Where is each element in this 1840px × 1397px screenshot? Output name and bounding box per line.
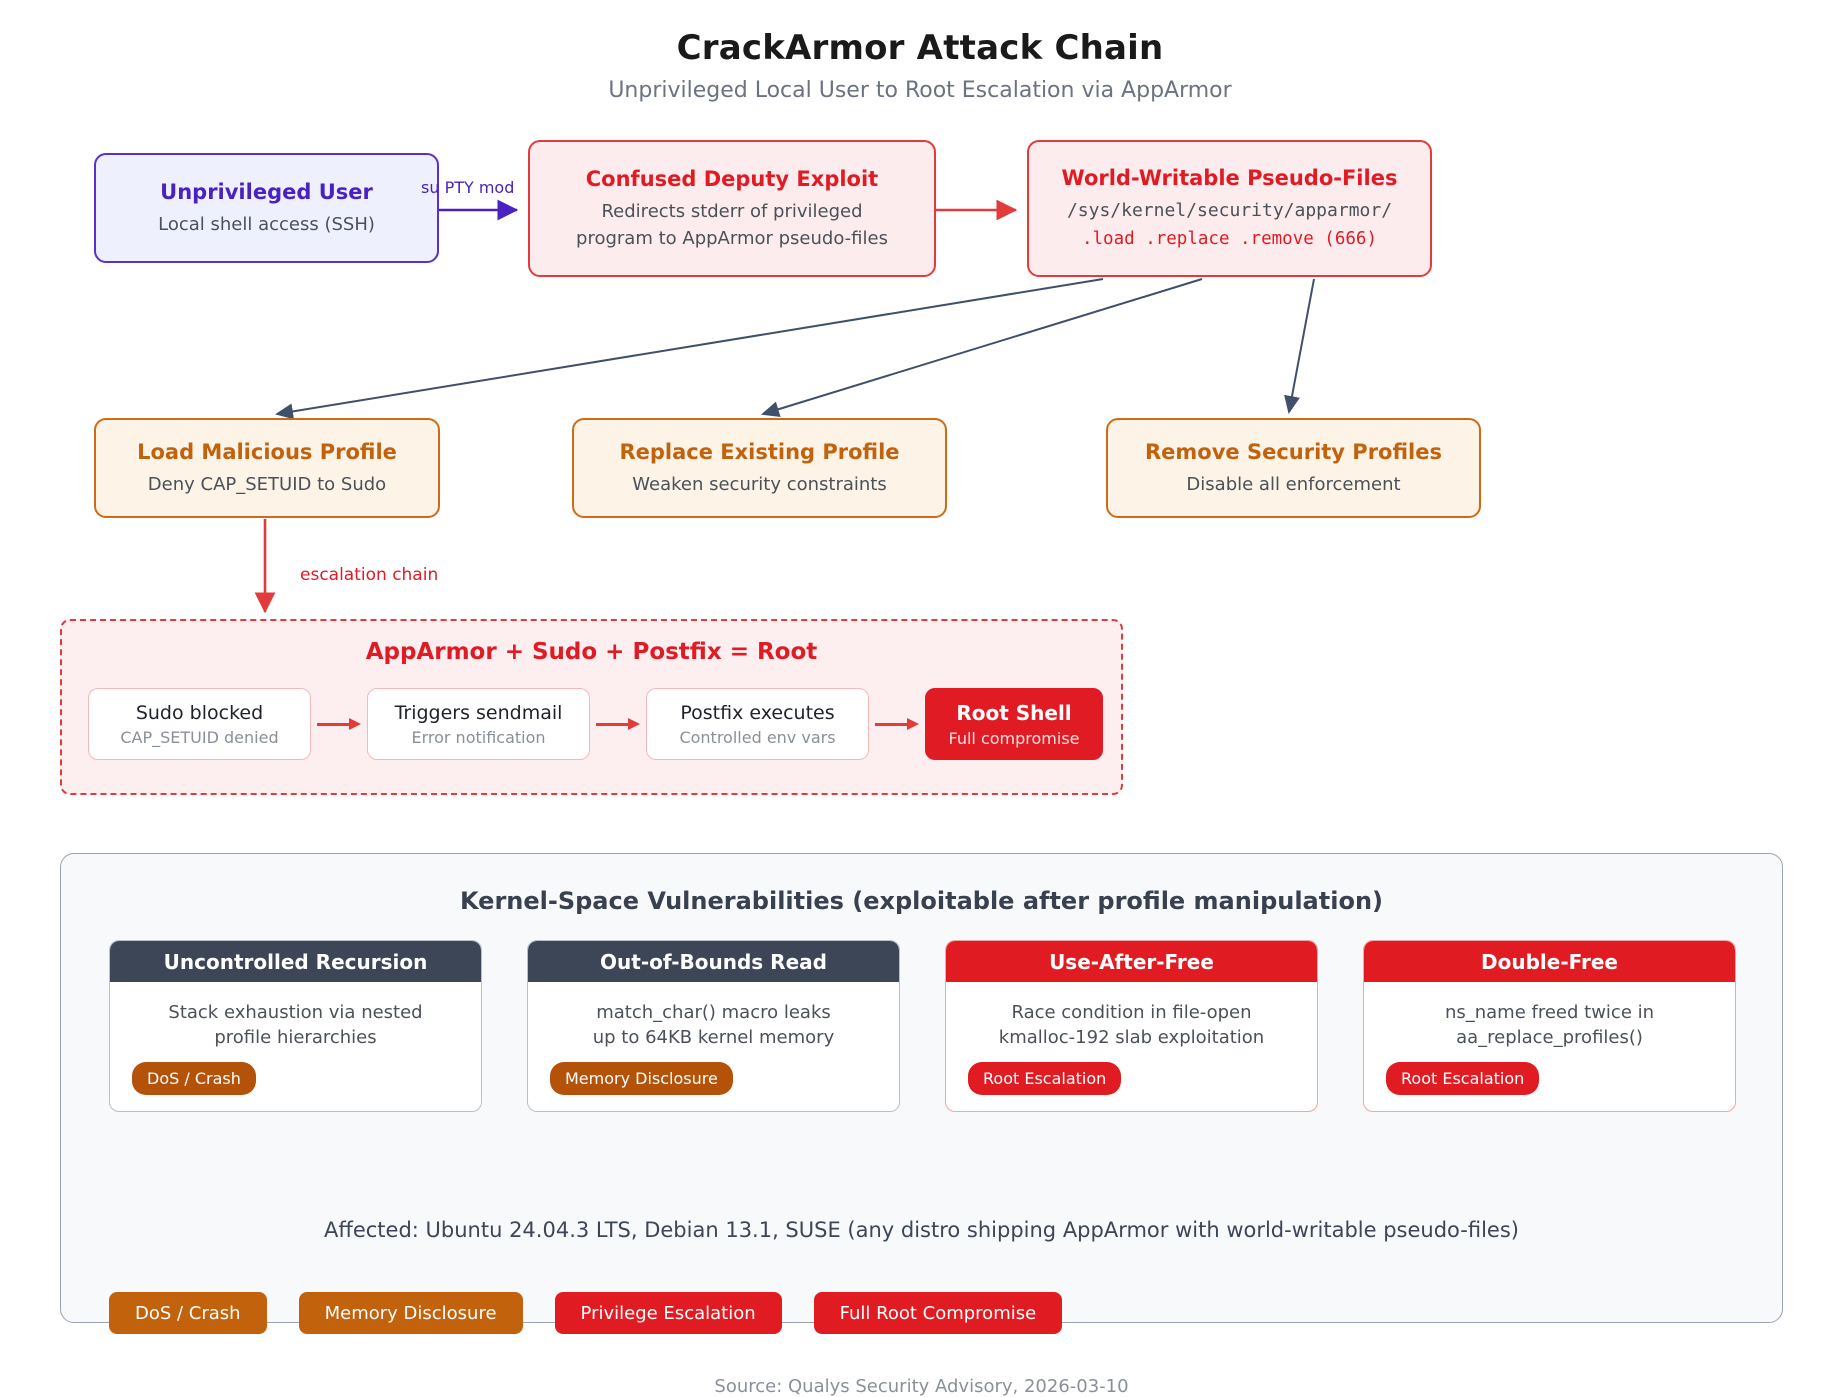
edge-label-escalation-chain: escalation chain	[300, 565, 439, 585]
vuln-card-header: Double-Free	[1364, 941, 1735, 982]
node-title: Load Malicious Profile	[137, 439, 397, 464]
escalation-step-root-shell[interactable]: Root Shell Full compromise	[925, 688, 1103, 760]
severity-legend: DoS / Crash Memory Disclosure Privilege …	[109, 1292, 1063, 1334]
kernel-vulnerability-cards: Uncontrolled Recursion Stack exhaustion …	[109, 940, 1736, 1113]
escalation-step-triggers-sendmail[interactable]: Triggers sendmail Error notification	[367, 688, 590, 760]
node-title: Remove Security Profiles	[1144, 439, 1442, 464]
edge-pseudo-to-remove	[1284, 278, 1315, 414]
vuln-badge-wrap: Memory Disclosure	[528, 1050, 899, 1111]
vuln-card-out-of-bounds-read[interactable]: Out-of-Bounds Read match_char() macro le…	[527, 940, 900, 1113]
edge-label-su-pty-mod: su PTY mod	[421, 178, 515, 197]
edge-pseudo-to-load	[275, 278, 1104, 420]
status-badge: Memory Disclosure	[550, 1062, 733, 1096]
vuln-card-header: Uncontrolled Recursion	[110, 941, 481, 982]
vuln-desc-line2: profile hierarchies	[214, 1027, 377, 1049]
node-subtitle: Weaken security constraints	[632, 473, 887, 495]
node-subtitle: Disable all enforcement	[1186, 473, 1401, 495]
kernel-vulnerabilities-panel: Kernel-Space Vulnerabilities (exploitabl…	[60, 853, 1783, 1397]
escalation-steps: Sudo blocked CAP_SETUID denied Triggers …	[88, 688, 1103, 760]
edge-pseudo-to-replace	[761, 278, 1203, 417]
vuln-card-body: Race condition in file-open kmalloc-192 …	[946, 982, 1317, 1050]
step-subtitle: CAP_SETUID denied	[120, 727, 279, 747]
pseudo-file-path: /sys/kernel/security/apparmor/	[1066, 200, 1393, 222]
vuln-card-header: Out-of-Bounds Read	[528, 941, 899, 982]
vuln-card-double-free[interactable]: Double-Free ns_name freed twice in aa_re…	[1363, 940, 1736, 1113]
status-badge: Root Escalation	[1386, 1062, 1540, 1096]
vuln-card-body: Stack exhaustion via nested profile hier…	[110, 982, 481, 1050]
node-world-writable-pseudo-files[interactable]: World-Writable Pseudo-Files /sys/kernel/…	[1027, 140, 1432, 277]
node-remove-security-profiles[interactable]: Remove Security Profiles Disable all enf…	[1106, 418, 1481, 518]
legend-item-privilege-escalation[interactable]: Privilege Escalation	[554, 1292, 782, 1334]
pseudo-file-names: .load .replace .remove (666)	[1081, 228, 1377, 249]
node-title: Confused Deputy Exploit	[585, 167, 879, 192]
status-badge: DoS / Crash	[132, 1062, 256, 1096]
vuln-card-header: Use-After-Free	[946, 941, 1317, 982]
node-subtitle-line2: program to AppArmor pseudo-files	[576, 227, 888, 249]
vuln-desc-line1: Race condition in file-open	[1011, 1002, 1252, 1023]
step-arrow-icon	[869, 715, 925, 733]
vuln-card-body: match_char() macro leaks up to 64KB kern…	[528, 982, 899, 1050]
status-badge: Root Escalation	[968, 1062, 1122, 1096]
vuln-card-body: ns_name freed twice in aa_replace_profil…	[1364, 982, 1735, 1050]
node-replace-existing-profile[interactable]: Replace Existing Profile Weaken security…	[572, 418, 947, 518]
source-attribution: Source: Qualys Security Advisory, 2026-0…	[714, 1376, 1129, 1397]
step-subtitle: Controlled env vars	[679, 727, 836, 747]
node-subtitle: Deny CAP_SETUID to Sudo	[147, 473, 387, 495]
escalation-step-sudo-blocked[interactable]: Sudo blocked CAP_SETUID denied	[88, 688, 311, 760]
node-title: Unprivileged User	[160, 179, 373, 204]
node-subtitle-line1: Redirects stderr of privileged	[601, 201, 863, 223]
legend-item-memory-disclosure[interactable]: Memory Disclosure	[298, 1292, 523, 1334]
step-subtitle: Error notification	[411, 727, 546, 747]
step-title: Postfix executes	[680, 701, 835, 724]
step-subtitle: Full compromise	[948, 728, 1080, 748]
step-arrow-icon	[590, 715, 646, 733]
node-title: Replace Existing Profile	[619, 439, 900, 464]
step-title: Root Shell	[956, 700, 1072, 725]
vuln-card-uncontrolled-recursion[interactable]: Uncontrolled Recursion Stack exhaustion …	[109, 940, 482, 1113]
vuln-badge-wrap: Root Escalation	[1364, 1050, 1735, 1111]
vuln-badge-wrap: DoS / Crash	[110, 1050, 481, 1111]
vuln-desc-line2: aa_replace_profiles()	[1456, 1027, 1643, 1049]
kernel-panel-title: Kernel-Space Vulnerabilities (exploitabl…	[460, 887, 1383, 915]
vuln-desc-line1: match_char() macro leaks	[596, 1002, 831, 1023]
vuln-desc-line1: Stack exhaustion via nested	[168, 1002, 423, 1023]
step-title: Triggers sendmail	[394, 701, 563, 724]
vuln-desc-line2: up to 64KB kernel memory	[592, 1027, 835, 1049]
node-title: World-Writable Pseudo-Files	[1061, 166, 1398, 191]
node-unprivileged-user[interactable]: Unprivileged User Local shell access (SS…	[94, 153, 439, 263]
page-subtitle: Unprivileged Local User to Root Escalati…	[608, 78, 1232, 103]
node-load-malicious-profile[interactable]: Load Malicious Profile Deny CAP_SETUID t…	[94, 418, 440, 518]
escalation-chain-group: AppArmor + Sudo + Postfix = Root Sudo bl…	[60, 619, 1123, 795]
vuln-badge-wrap: Root Escalation	[946, 1050, 1317, 1111]
page-title: CrackArmor Attack Chain	[676, 28, 1164, 68]
node-subtitle: Local shell access (SSH)	[158, 213, 375, 235]
vuln-desc-line2: kmalloc-192 slab exploitation	[998, 1027, 1265, 1049]
vuln-card-use-after-free[interactable]: Use-After-Free Race condition in file-op…	[945, 940, 1318, 1113]
affected-systems-text: Affected: Ubuntu 24.04.3 LTS, Debian 13.…	[324, 1218, 1519, 1242]
escalation-step-postfix-executes[interactable]: Postfix executes Controlled env vars	[646, 688, 869, 760]
step-title: Sudo blocked	[135, 701, 264, 724]
legend-item-full-root-compromise[interactable]: Full Root Compromise	[813, 1292, 1063, 1334]
vuln-desc-line1: ns_name freed twice in	[1444, 1002, 1655, 1023]
escalation-chain-title: AppArmor + Sudo + Postfix = Root	[365, 639, 818, 665]
step-arrow-icon	[311, 715, 367, 733]
node-confused-deputy-exploit[interactable]: Confused Deputy Exploit Redirects stderr…	[528, 140, 936, 277]
legend-item-dos-crash[interactable]: DoS / Crash	[109, 1292, 267, 1334]
